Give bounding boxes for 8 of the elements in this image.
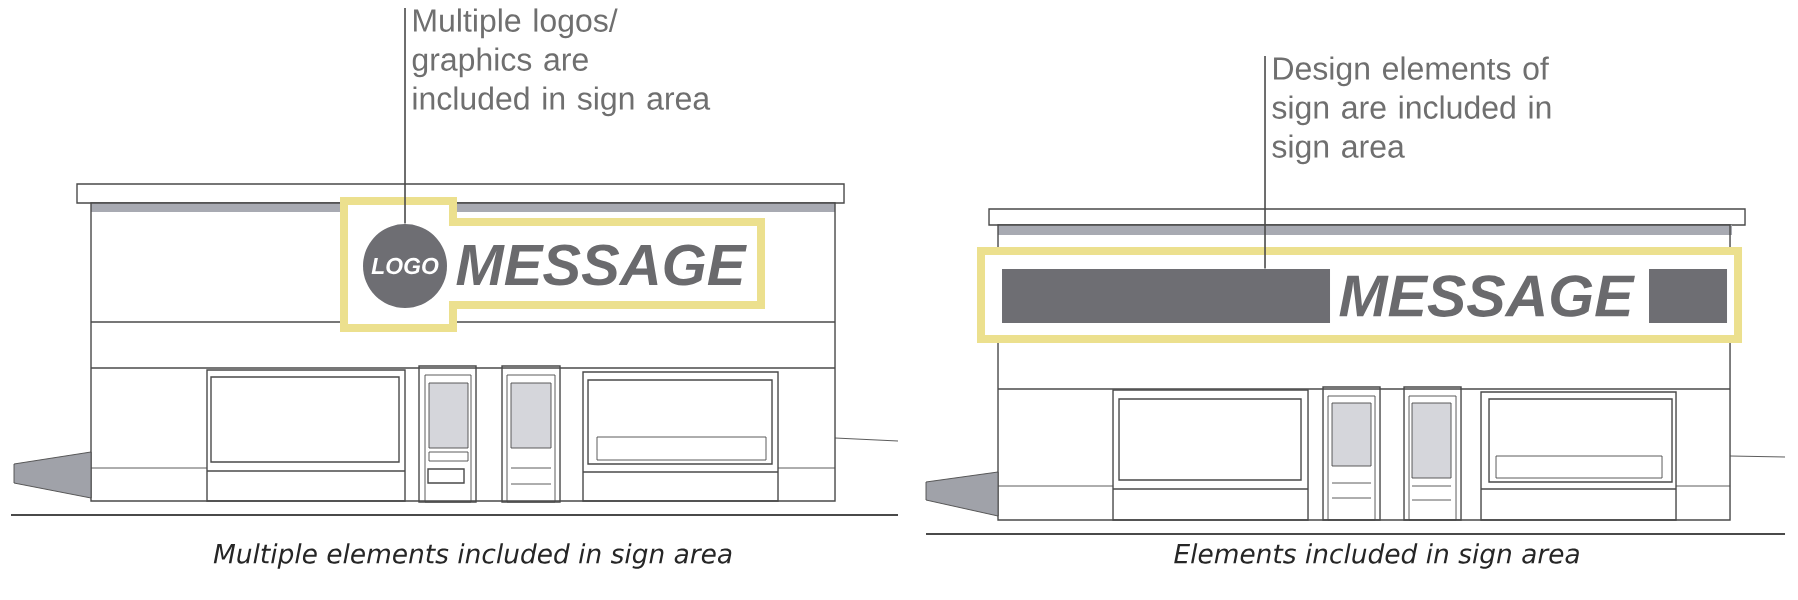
callout-text: Design elements of sign are included in sign area [1272,56,1551,165]
leader-line [404,7,406,225]
sign-bar [1649,269,1727,323]
leader-line [1264,55,1266,270]
caption: Elements included in sign area [1174,543,1579,569]
callout-text: Multiple logos/ graphics are included in sign area [412,8,711,117]
caption: Multiple elements included in sign area [213,543,732,569]
sign-bar [1002,269,1330,323]
